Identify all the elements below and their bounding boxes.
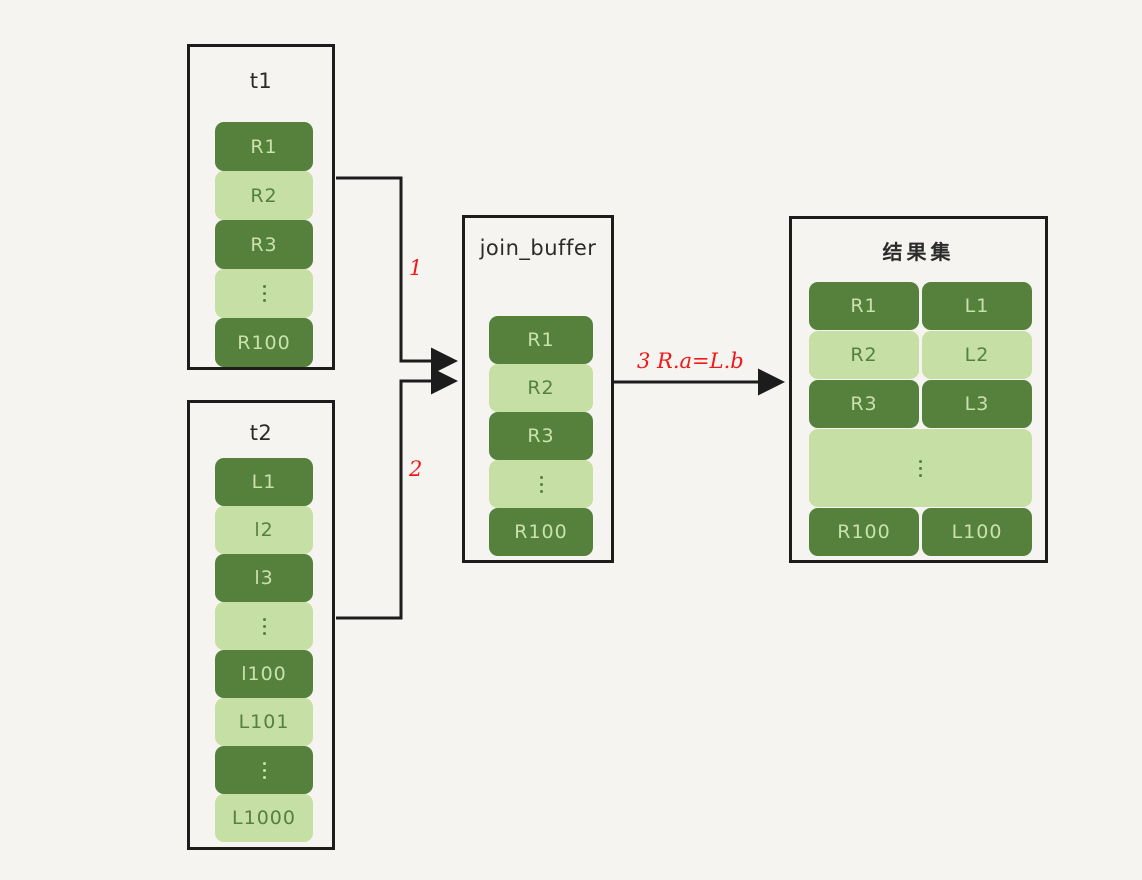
join-buffer-cell-3 bbox=[489, 460, 593, 508]
table-box-t1: t1 R1 R2 R3 R100 bbox=[187, 44, 335, 370]
result-row-2-left: R3 bbox=[809, 380, 919, 428]
join-buffer-title: join_buffer bbox=[479, 236, 597, 260]
result-row-4-right: L100 bbox=[922, 508, 1032, 556]
table-cell-t2-3 bbox=[215, 602, 313, 650]
vertical-ellipsis-icon bbox=[262, 617, 266, 635]
join-buffer-box: join_buffer R1 R2 R3 R100 bbox=[462, 215, 614, 563]
table-title-t1: t1 bbox=[249, 69, 273, 93]
vertical-ellipsis-icon bbox=[262, 285, 266, 302]
result-row-2-right: L3 bbox=[922, 380, 1032, 428]
cell-label: L2 bbox=[964, 344, 990, 366]
cell-label: L3 bbox=[964, 393, 990, 415]
cell-label: R100 bbox=[514, 521, 568, 543]
result-row-0-right: L1 bbox=[922, 282, 1032, 330]
cell-label: R3 bbox=[527, 425, 555, 447]
cell-label: L100 bbox=[951, 521, 1003, 543]
cell-label: L1000 bbox=[232, 807, 296, 829]
table-cell-t2-1: l2 bbox=[215, 506, 313, 554]
cell-label: R1 bbox=[850, 295, 878, 317]
join-buffer-cell-0: R1 bbox=[489, 316, 593, 364]
cell-label: R2 bbox=[527, 377, 555, 399]
vertical-ellipsis-icon bbox=[539, 475, 543, 493]
annotation-step-3-join-condition: 3 R.a=L.b bbox=[637, 349, 744, 373]
annotation-step-2: 2 bbox=[409, 457, 423, 481]
cell-label: l2 bbox=[254, 519, 274, 541]
cell-label: R1 bbox=[250, 135, 278, 158]
table-box-t2: t2 L1 l2 l3 l100 L101 L1000 bbox=[187, 400, 335, 850]
vertical-ellipsis-icon bbox=[919, 459, 922, 477]
table-title-t2: t2 bbox=[249, 421, 273, 445]
result-set-title: 结果集 bbox=[882, 240, 955, 264]
table-cell-t1-2: R3 bbox=[215, 220, 313, 269]
table-cell-t2-2: l3 bbox=[215, 554, 313, 602]
table-cell-t1-1: R2 bbox=[215, 171, 313, 220]
cell-label: R100 bbox=[837, 521, 891, 543]
join-buffer-cell-1: R2 bbox=[489, 364, 593, 412]
table-cell-t2-0: L1 bbox=[215, 458, 313, 506]
connector-t1-to-joinbuffer bbox=[336, 176, 458, 375]
cell-label: R3 bbox=[250, 233, 278, 256]
cell-label: R2 bbox=[250, 184, 278, 207]
vertical-ellipsis-icon bbox=[262, 761, 266, 779]
result-row-4-left: R100 bbox=[809, 508, 919, 556]
table-cell-t1-4: R100 bbox=[215, 318, 313, 367]
table-cell-t1-3 bbox=[215, 269, 313, 318]
cell-label: R100 bbox=[237, 331, 291, 354]
result-set-box: 结果集 R1 L1 R2 L2 R3 L3 R100 L100 bbox=[789, 216, 1048, 563]
table-cell-t2-6 bbox=[215, 746, 313, 794]
join-buffer-cell-4: R100 bbox=[489, 508, 593, 556]
join-buffer-cell-2: R3 bbox=[489, 412, 593, 460]
result-row-1-right: L2 bbox=[922, 331, 1032, 379]
cell-label: l100 bbox=[241, 663, 287, 685]
table-cell-t2-5: L101 bbox=[215, 698, 313, 746]
table-cell-t1-0: R1 bbox=[215, 122, 313, 171]
cell-label: L101 bbox=[238, 711, 290, 733]
cell-label: R1 bbox=[527, 329, 555, 351]
table-cell-t2-7: L1000 bbox=[215, 794, 313, 842]
cell-label: L1 bbox=[251, 471, 277, 493]
result-row-0-left: R1 bbox=[809, 282, 919, 330]
connector-t2-to-joinbuffer bbox=[336, 367, 458, 620]
cell-label: R3 bbox=[850, 393, 878, 415]
cell-label: L1 bbox=[964, 295, 990, 317]
table-cell-t2-4: l100 bbox=[215, 650, 313, 698]
annotation-step-1: 1 bbox=[409, 256, 423, 280]
result-row-1-left: R2 bbox=[809, 331, 919, 379]
result-row-3-merged bbox=[809, 429, 1032, 507]
cell-label: l3 bbox=[254, 567, 274, 589]
cell-label: R2 bbox=[850, 344, 878, 366]
